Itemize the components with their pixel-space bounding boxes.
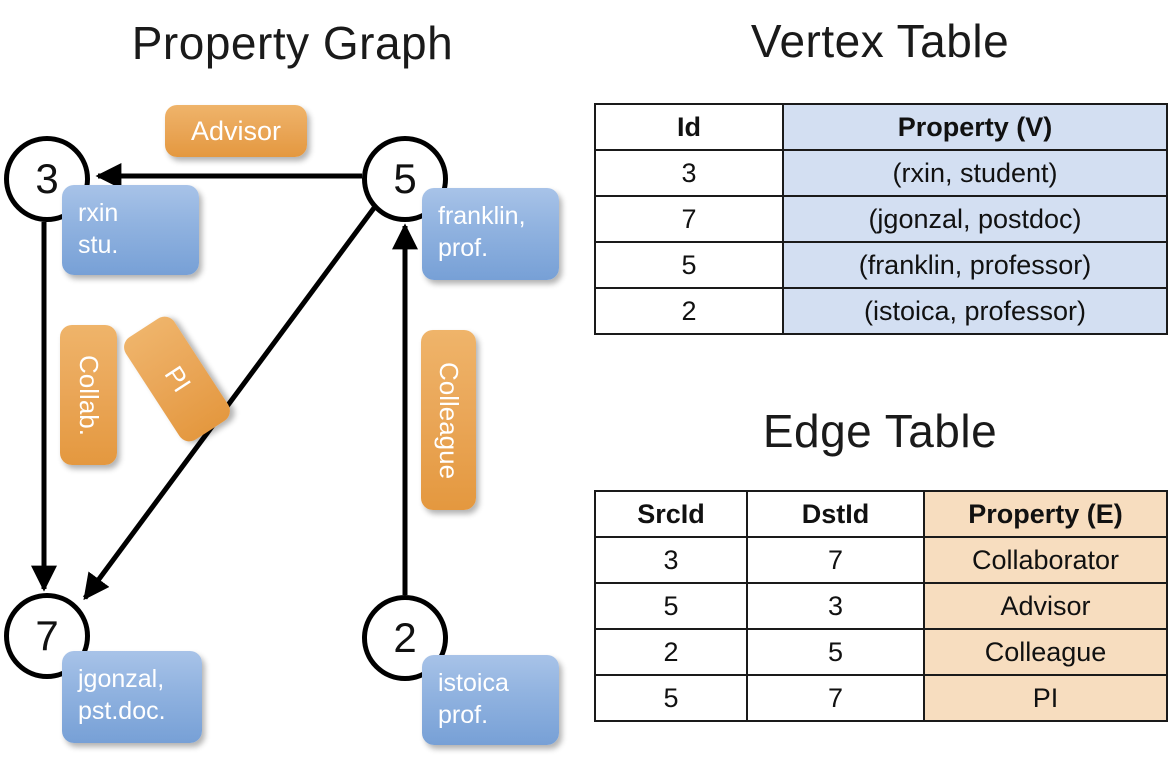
table-row[interactable]: 2 (istoica, professor) [594, 287, 1168, 335]
vertex-cell-id: 5 [594, 241, 784, 289]
vertex-table-header-id: Id [594, 103, 784, 151]
node-property-box-2-line1: istoica [438, 669, 509, 697]
edge-table-header-property: Property (E) [923, 490, 1168, 538]
node-property-box-5-line2: prof. [438, 234, 489, 262]
graph-node-5-label: 5 [393, 155, 417, 202]
node-property-box-5-line1: franklin, [438, 202, 526, 230]
edge-label-collab-text: Collab. [74, 354, 104, 436]
graph-node-2[interactable]: 2 [362, 595, 448, 681]
property-graph-diagram: Advisor Collab. PI Colleague 3 5 7 2 rxi… [4, 105, 559, 745]
node-property-box-3-line2: stu. [78, 231, 119, 259]
edge-label-advisor: Advisor [165, 105, 307, 157]
edge-cell-src: 5 [594, 582, 748, 630]
edge-label-colleague-text: Colleague [434, 361, 464, 479]
edge-table: SrcId DstId Property (E) 3 7 Collaborato… [594, 490, 1168, 722]
vertex-table: Id Property (V) 3 (rxin, student) 7 (jgo… [594, 103, 1168, 335]
graph-node-7-label: 7 [35, 612, 59, 659]
edge-label-collab: Collab. [60, 325, 117, 465]
edge-table-header-dstid: DstId [746, 490, 925, 538]
edge-cell-src: 2 [594, 628, 748, 676]
table-row[interactable]: 3 7 Collaborator [594, 536, 1168, 584]
table-row[interactable]: 3 (rxin, student) [594, 149, 1168, 197]
edge-cell-property: PI [923, 674, 1168, 722]
edge-cell-dst: 7 [746, 536, 925, 584]
edge-table-header-srcid: SrcId [594, 490, 748, 538]
edge-cell-property: Colleague [923, 628, 1168, 676]
edge-label-advisor-text: Advisor [190, 115, 282, 146]
page-title-property-graph: Property Graph [131, 17, 454, 69]
page-title-edge-table: Edge Table [762, 405, 998, 457]
node-property-box-7: jgonzal, pst.doc. [62, 651, 202, 743]
edge-cell-property: Advisor [923, 582, 1168, 630]
vertex-cell-id: 7 [594, 195, 784, 243]
edge-cell-property: Collaborator [923, 536, 1168, 584]
node-property-box-7-line1: jgonzal, [78, 665, 165, 693]
node-property-box-3: rxin stu. [62, 185, 199, 275]
table-row[interactable]: 2 5 Colleague [594, 628, 1168, 676]
page-title-vertex-table: Vertex Table [750, 15, 1010, 67]
edge-cell-dst: 7 [746, 674, 925, 722]
vertex-cell-property: (rxin, student) [782, 149, 1168, 197]
graph-node-3-label: 3 [35, 155, 59, 202]
graph-edges-svg [31, 163, 418, 601]
vertex-table-header-property: Property (V) [782, 103, 1168, 151]
node-property-box-7-line2: pst.doc. [78, 697, 166, 725]
edge-cell-dst: 3 [746, 582, 925, 630]
edge-cell-src: 5 [594, 674, 748, 722]
vertex-cell-property: (jgonzal, postdoc) [782, 195, 1168, 243]
vertex-cell-id: 3 [594, 149, 784, 197]
node-property-box-2: istoica prof. [422, 655, 559, 745]
vertex-cell-id: 2 [594, 287, 784, 335]
table-row[interactable]: 5 3 Advisor [594, 582, 1168, 630]
table-row[interactable]: 5 7 PI [594, 674, 1168, 722]
node-property-box-5: franklin, prof. [422, 188, 559, 280]
edge-cell-dst: 5 [746, 628, 925, 676]
table-row[interactable]: 5 (franklin, professor) [594, 241, 1168, 289]
table-row[interactable]: 7 (jgonzal, postdoc) [594, 195, 1168, 243]
graph-node-2-label: 2 [393, 614, 417, 661]
edge-table-header-row: SrcId DstId Property (E) [594, 490, 1168, 538]
edge-cell-src: 3 [594, 536, 748, 584]
node-property-box-3-line1: rxin [78, 199, 119, 227]
edge-label-colleague: Colleague [421, 330, 476, 510]
node-property-box-2-line2: prof. [438, 701, 489, 729]
edge-label-pi-text: PI [158, 360, 197, 398]
graph-node-5[interactable]: 5 [362, 136, 448, 222]
vertex-table-header-row: Id Property (V) [594, 103, 1168, 151]
vertex-cell-property: (istoica, professor) [782, 287, 1168, 335]
vertex-cell-property: (franklin, professor) [782, 241, 1168, 289]
edge-line-pi [82, 206, 377, 601]
